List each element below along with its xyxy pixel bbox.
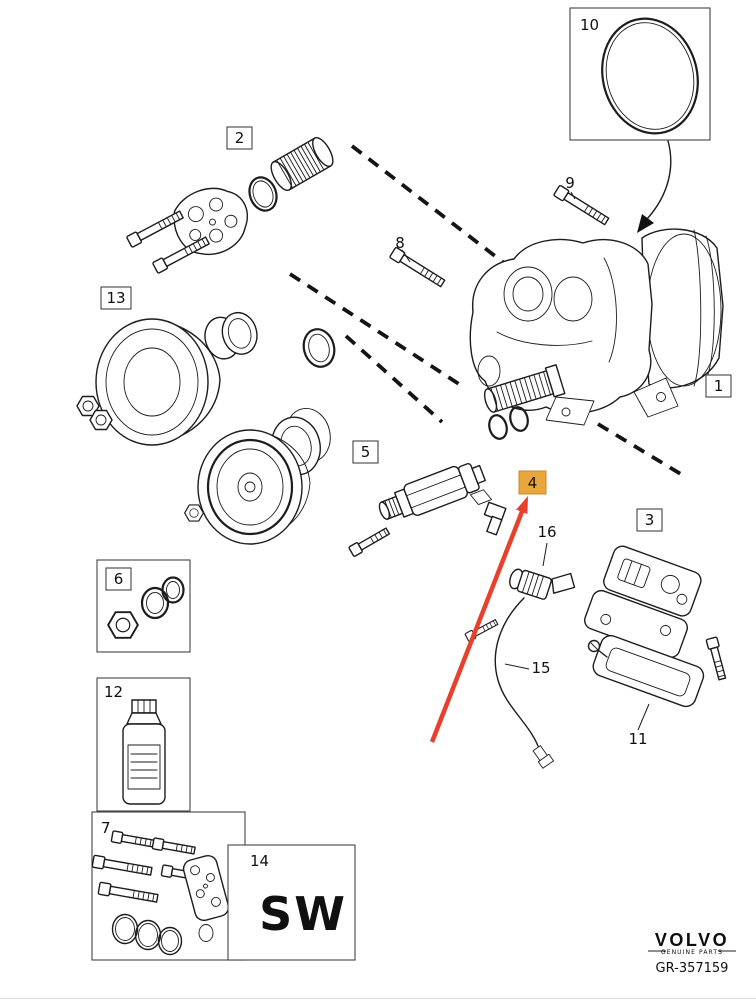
dashed-connector-lines xyxy=(288,144,685,478)
part-11-bracket xyxy=(592,634,705,708)
sw-marking: SW xyxy=(259,887,347,941)
part-15-cable xyxy=(494,597,554,769)
part-1-coupling-housing xyxy=(469,228,724,440)
part-3-control-module xyxy=(584,545,729,708)
callout-14[interactable]: 14 xyxy=(250,852,269,870)
drawing-code: GR-357159 xyxy=(656,961,729,976)
svg-text:1: 1 xyxy=(714,377,724,395)
leader-lines xyxy=(401,191,650,731)
volvo-logo: VOLVO GENUINE PARTS xyxy=(648,930,736,956)
callout-13[interactable]: 13 xyxy=(100,286,132,310)
svg-text:13: 13 xyxy=(106,289,125,307)
svg-text:2: 2 xyxy=(235,129,245,147)
hex-nut xyxy=(184,504,204,522)
part-5-oil-pump-motor xyxy=(347,462,507,558)
o-ring xyxy=(509,406,529,432)
part-7-bolt-kit-box xyxy=(91,811,246,961)
callout-2[interactable]: 2 xyxy=(226,126,253,150)
callout-6[interactable]: 6 xyxy=(105,567,132,591)
callouts: 2 13 5 1 3 6 4 10 8 9 16 15 11 xyxy=(100,16,732,870)
bolt-9 xyxy=(552,184,611,228)
motor-plug xyxy=(483,501,507,536)
detail-frame-oring xyxy=(569,7,711,233)
screw xyxy=(587,639,608,658)
callout-3[interactable]: 3 xyxy=(636,508,663,532)
part-13-housing-cups xyxy=(76,311,336,545)
brand-subtitle: GENUINE PARTS xyxy=(661,949,723,956)
callout-10[interactable]: 10 xyxy=(580,16,599,34)
bolt-8 xyxy=(388,246,447,290)
callout-9[interactable]: 9 xyxy=(565,174,575,192)
o-ring xyxy=(488,414,508,440)
part-2-pump-assembly xyxy=(125,137,334,275)
callout-15[interactable]: 15 xyxy=(531,659,550,677)
svg-text:3: 3 xyxy=(645,511,655,529)
callout-11[interactable]: 11 xyxy=(628,730,647,748)
red-pointer-arrow xyxy=(429,496,528,743)
bolt xyxy=(347,525,392,558)
part-12-oil-bottle-box xyxy=(96,677,191,812)
svg-text:4: 4 xyxy=(528,474,538,492)
callout-8[interactable]: 8 xyxy=(395,234,405,252)
hex-nut xyxy=(89,409,113,431)
callout-12[interactable]: 12 xyxy=(104,683,123,701)
callout-4-highlight[interactable]: 4 xyxy=(518,470,547,495)
svg-text:6: 6 xyxy=(114,570,124,588)
bolt xyxy=(464,617,500,643)
callout-5[interactable]: 5 xyxy=(352,440,379,464)
brand-wordmark: VOLVO xyxy=(655,930,729,950)
part-16-connector xyxy=(464,568,576,643)
callout-7[interactable]: 7 xyxy=(101,819,111,837)
part-14-sw-box: SW xyxy=(227,844,356,961)
svg-text:5: 5 xyxy=(361,443,371,461)
gasket-plate xyxy=(182,854,230,922)
callout-16[interactable]: 16 xyxy=(537,523,556,541)
hex-nut xyxy=(107,611,139,639)
frame-arrowhead xyxy=(637,214,654,233)
bolt xyxy=(705,636,729,682)
callout-1[interactable]: 1 xyxy=(705,374,732,398)
